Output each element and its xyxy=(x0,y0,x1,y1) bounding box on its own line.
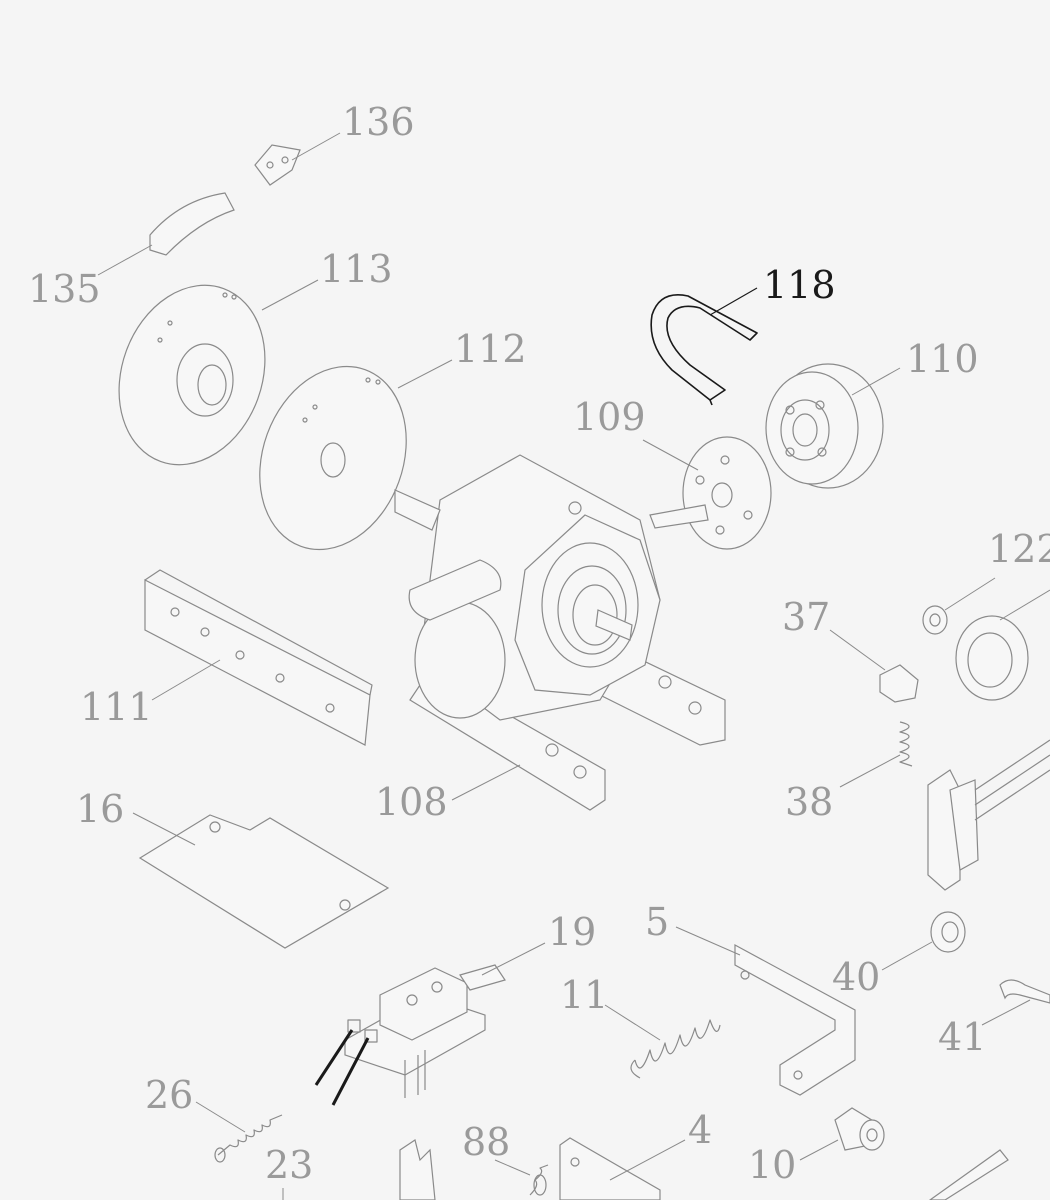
label-11: 11 xyxy=(560,973,608,1017)
label-4: 4 xyxy=(688,1108,712,1152)
part-41[interactable]: 41 xyxy=(938,979,1050,1059)
label-113: 113 xyxy=(320,247,393,291)
label-37: 37 xyxy=(782,595,830,639)
label-109: 109 xyxy=(573,395,646,439)
label-16: 16 xyxy=(76,787,124,831)
label-10: 10 xyxy=(748,1143,796,1187)
part-4[interactable]: 4 xyxy=(559,1108,712,1200)
part-26[interactable]: 26 xyxy=(145,1073,283,1163)
label-26: 26 xyxy=(145,1073,193,1117)
part-110[interactable]: 110 xyxy=(765,337,979,489)
part-118[interactable]: 118 xyxy=(650,263,836,406)
label-135: 135 xyxy=(28,267,101,311)
part-bracket-right[interactable] xyxy=(927,739,1050,891)
part-37[interactable]: 37 xyxy=(782,595,919,703)
part-23[interactable]: 23 xyxy=(265,1143,313,1200)
label-118: 118 xyxy=(763,263,836,307)
part-111[interactable]: 111 xyxy=(80,569,373,746)
part-10[interactable]: 10 xyxy=(748,1107,885,1187)
label-112: 112 xyxy=(454,327,527,371)
part-136[interactable]: 136 xyxy=(254,100,415,186)
part-113[interactable]: 113 xyxy=(95,247,393,485)
label-41: 41 xyxy=(938,1015,986,1059)
part-135[interactable]: 135 xyxy=(28,192,235,311)
part-16[interactable]: 16 xyxy=(76,787,390,949)
part-108[interactable]: 108 xyxy=(375,454,726,824)
label-19: 19 xyxy=(548,910,596,954)
label-88: 88 xyxy=(462,1120,510,1164)
label-111: 111 xyxy=(80,685,153,729)
part-38[interactable]: 38 xyxy=(785,721,913,824)
label-122: 122 xyxy=(988,527,1050,571)
label-110: 110 xyxy=(906,337,979,381)
label-40: 40 xyxy=(832,955,880,999)
part-88[interactable]: 88 xyxy=(462,1120,549,1196)
part-40[interactable]: 40 xyxy=(832,911,966,999)
part-122[interactable]: 122 xyxy=(922,527,1050,701)
part-fork[interactable] xyxy=(399,1139,436,1200)
part-bottom-right[interactable] xyxy=(928,1149,1009,1200)
part-11[interactable]: 11 xyxy=(560,973,721,1079)
label-5: 5 xyxy=(645,900,669,944)
label-38: 38 xyxy=(785,780,833,824)
label-108: 108 xyxy=(375,780,448,824)
part-5[interactable]: 5 xyxy=(645,900,856,1096)
label-136: 136 xyxy=(342,100,415,144)
label-23: 23 xyxy=(265,1143,313,1187)
part-19[interactable]: 19 xyxy=(314,910,596,1106)
part-112[interactable]: 112 xyxy=(235,327,527,570)
